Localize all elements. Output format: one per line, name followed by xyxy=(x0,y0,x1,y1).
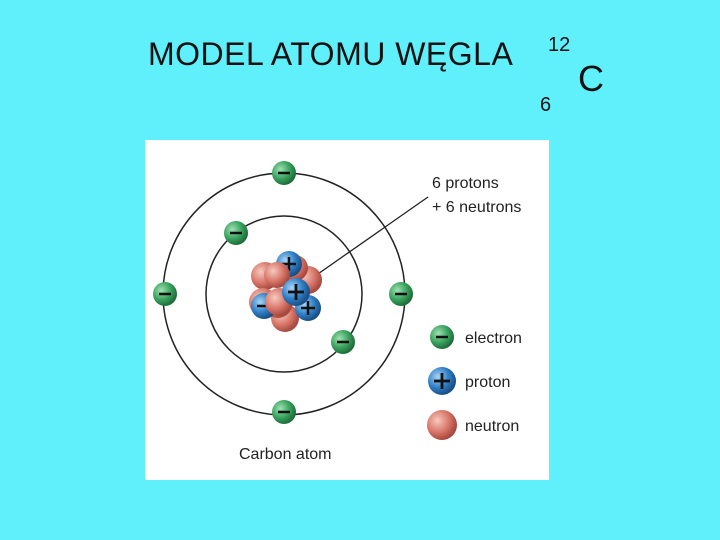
electron-icon xyxy=(389,282,413,306)
proton-icon xyxy=(282,278,310,306)
legend: electron proton neutron xyxy=(427,325,522,440)
inner-orbit xyxy=(205,215,363,373)
legend-electron-label: electron xyxy=(465,330,522,347)
legend-proton-icon xyxy=(428,367,456,395)
carbon-atom-diagram: 6 protons + 6 neutrons electron proton n… xyxy=(145,140,549,480)
nucleus-label-protons: 6 protons xyxy=(432,175,499,192)
diagram-caption: Carbon atom xyxy=(239,446,332,463)
mass-number: 12 xyxy=(548,34,571,56)
element-symbol: C xyxy=(578,58,604,99)
legend-neutron-icon xyxy=(427,410,457,440)
electron-icon xyxy=(272,161,296,185)
electron-icon xyxy=(272,400,296,424)
nucleus xyxy=(249,251,322,332)
legend-neutron-label: neutron xyxy=(465,418,519,435)
neutron-icon xyxy=(264,262,290,288)
electron-icon xyxy=(331,330,355,354)
atom-diagram-svg: 6 protons + 6 neutrons electron proton n… xyxy=(153,161,522,463)
electron-icon xyxy=(224,221,248,245)
legend-electron-icon xyxy=(430,325,454,349)
legend-proton-label: proton xyxy=(465,374,510,391)
nucleus-label-neutrons: + 6 neutrons xyxy=(432,199,521,216)
page-title: MODEL ATOMU WĘGLA xyxy=(148,36,514,72)
atomic-number: 6 xyxy=(540,94,552,116)
electron-icon xyxy=(153,282,177,306)
